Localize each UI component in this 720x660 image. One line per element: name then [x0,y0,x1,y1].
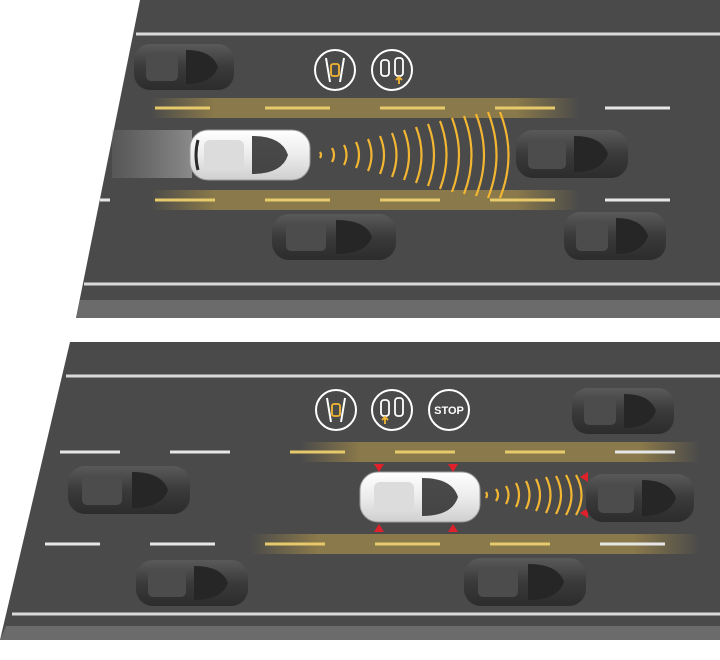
pedal-accelerate-icon [371,389,413,431]
motion-trail [112,130,192,178]
lane-highlight [150,98,580,118]
lane-highlight [250,534,700,554]
vehicle [572,388,674,434]
radar-beam [485,474,583,516]
vehicle [272,214,396,260]
stop-icon: STOP [428,389,470,431]
road-surface [76,0,720,318]
lane-keeping-icon [315,389,357,431]
top-panel [76,0,720,318]
bottom-panel: STOP [0,342,720,640]
vehicle [586,474,694,522]
pedal-accelerate-icon [371,49,413,91]
road-shoulder [0,626,720,640]
vehicle [136,560,248,606]
warning-markers [374,464,588,532]
vehicle [564,212,666,260]
lane-highlight [300,442,700,462]
vehicle [464,558,586,606]
vehicle [68,466,190,514]
radar-beam [319,111,510,199]
vehicle [516,130,628,178]
lane-highlight [150,190,580,210]
stop-label: STOP [434,405,464,417]
ego-car [359,471,481,523]
vehicle [134,44,234,90]
road-shoulder [76,300,720,318]
ego-car [189,129,311,181]
lane-keeping-icon [314,49,356,91]
